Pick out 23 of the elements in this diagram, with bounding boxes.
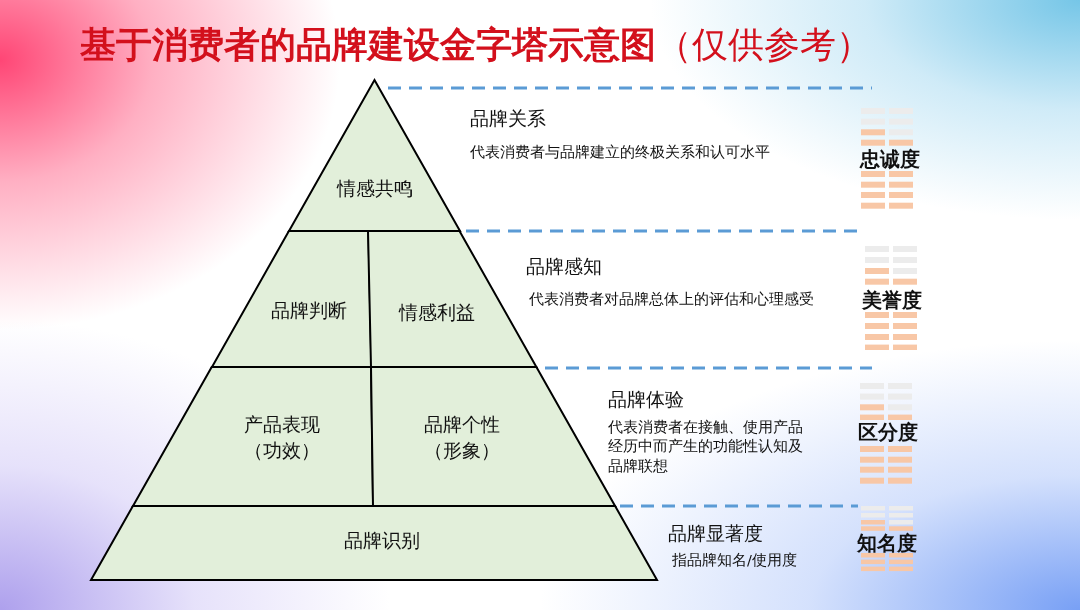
level-description: 代表消费者对品牌总体上的评估和心理感受 [529,291,814,309]
tier-label: 品牌识别 [344,528,420,553]
tier-label: 情感共鸣 [337,176,413,201]
pyramid-segment [90,505,658,581]
tier-label: 情感利益 [399,300,475,325]
level-heading: 品牌体验 [608,387,684,411]
level-heading: 品牌关系 [470,106,546,130]
slide-title: 基于消费者的品牌建设金字塔示意图（仅供参考） [80,24,872,67]
level-description: 代表消费者与品牌建立的终极关系和认可水平 [470,144,770,162]
tier-label: 品牌判断 [271,298,347,323]
meter-label: 区分度 [858,422,918,442]
level-description: 代表消费者在接触、使用产品经历中而产生的功能性认知及品牌联想 [608,417,804,476]
pyramid-segment [287,79,461,232]
meter-label: 美誉度 [862,290,922,310]
tier-label: 品牌个性（形象） [423,412,501,463]
pyramid-segment [131,366,374,507]
level-heading: 品牌感知 [526,254,602,278]
pyramid-segment [210,230,372,368]
level-description: 指品牌知名/使用度 [672,552,797,570]
meter-label: 知名度 [857,533,917,553]
level-heading: 品牌显著度 [668,521,763,545]
tier-label: 产品表现（功效） [243,412,321,463]
meter-label: 忠诚度 [860,149,920,169]
